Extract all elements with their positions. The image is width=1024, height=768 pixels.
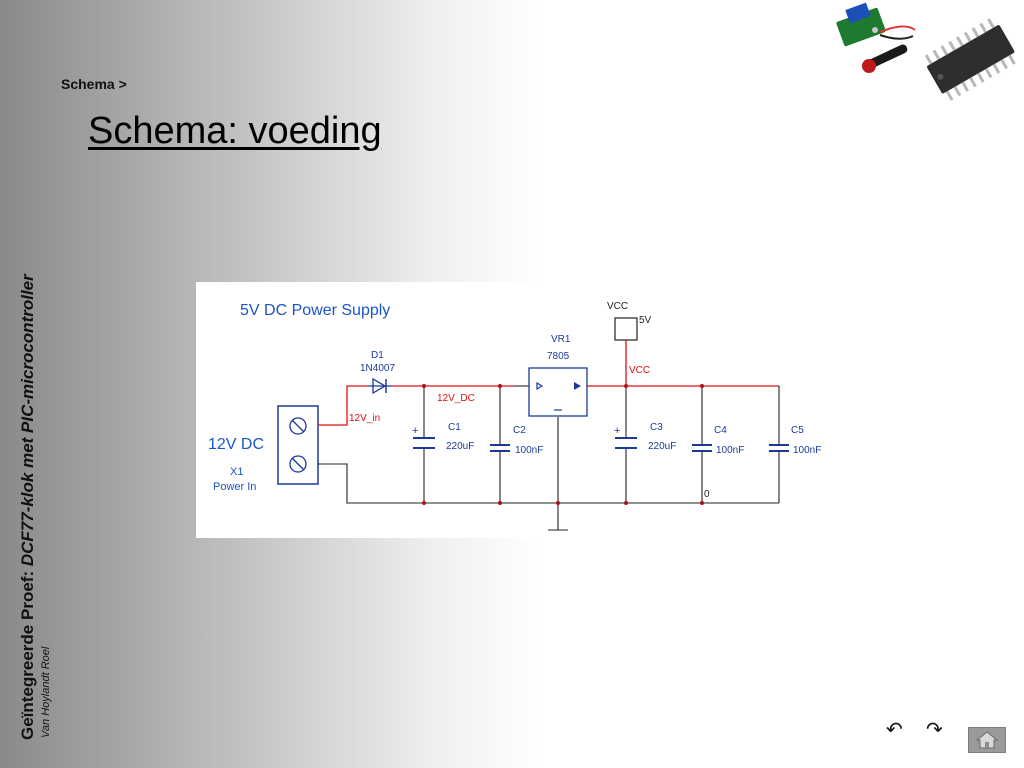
diode-d1 [367, 377, 391, 395]
c3-ref: C3 [650, 422, 663, 433]
power-supply-schematic: 5V DC Power Supply 12V DC X1 Power In [196, 282, 836, 538]
regulator-ref: VR1 [551, 334, 571, 345]
schematic-heading: 5V DC Power Supply [240, 302, 390, 319]
back-icon[interactable]: ↶ [886, 719, 903, 741]
page-title: Schema: voeding [88, 110, 382, 152]
title-separator: : [18, 566, 37, 577]
vcc-source [614, 317, 638, 341]
connector-ref: X1 [230, 466, 243, 478]
c2-ref: C2 [513, 425, 526, 436]
c4-value: 100nF [716, 445, 744, 456]
c3-value: 220uF [648, 441, 676, 452]
red-wires [318, 340, 779, 426]
c5-ref: C5 [791, 425, 804, 436]
capacitor-symbols [413, 437, 789, 452]
diode-part: 1N4007 [360, 363, 395, 374]
junction-dots [422, 384, 704, 505]
breadcrumb[interactable]: Schema > [61, 76, 127, 92]
diode-ref: D1 [371, 350, 384, 361]
home-icon [975, 731, 999, 749]
author-name: Van Hoylandt Roel [40, 646, 52, 738]
c1-plus: + [412, 425, 418, 437]
c5-value: 100nF [793, 445, 821, 456]
connector-desc: Power In [213, 481, 256, 493]
c4-ref: C4 [714, 425, 727, 436]
c2-value: 100nF [515, 445, 543, 456]
c1-ref: C1 [448, 422, 461, 433]
title-italic: DCF77-klok met PIC-microcontroller [18, 274, 37, 567]
pcb-module-image [836, 2, 916, 73]
vcc-net-label: VCC [629, 365, 650, 376]
regulator-part: 7805 [547, 351, 570, 362]
net-12v-in: 12V_in [349, 413, 380, 424]
home-button[interactable] [968, 727, 1006, 753]
pcb-and-chip-image [836, 2, 1016, 101]
dip-chip-image [924, 18, 1016, 101]
c3-plus: + [614, 425, 620, 437]
regulator-vr1 [528, 367, 588, 417]
input-label: 12V DC [208, 436, 264, 453]
vcc-top-label: VCC [607, 301, 628, 312]
connector-x1 [277, 405, 319, 485]
ground-net-label: 0 [704, 489, 710, 500]
title-bold: Geïntegreerde Proef [18, 576, 37, 740]
forward-icon[interactable]: ↷ [926, 719, 943, 741]
c1-value: 220uF [446, 441, 474, 452]
black-wires [318, 385, 780, 531]
vcc-value: 5V [639, 315, 652, 326]
presentation-title: Geïntegreerde Proef: DCF77-klok met PIC-… [18, 274, 38, 740]
net-12v-dc: 12V_DC [437, 393, 475, 404]
